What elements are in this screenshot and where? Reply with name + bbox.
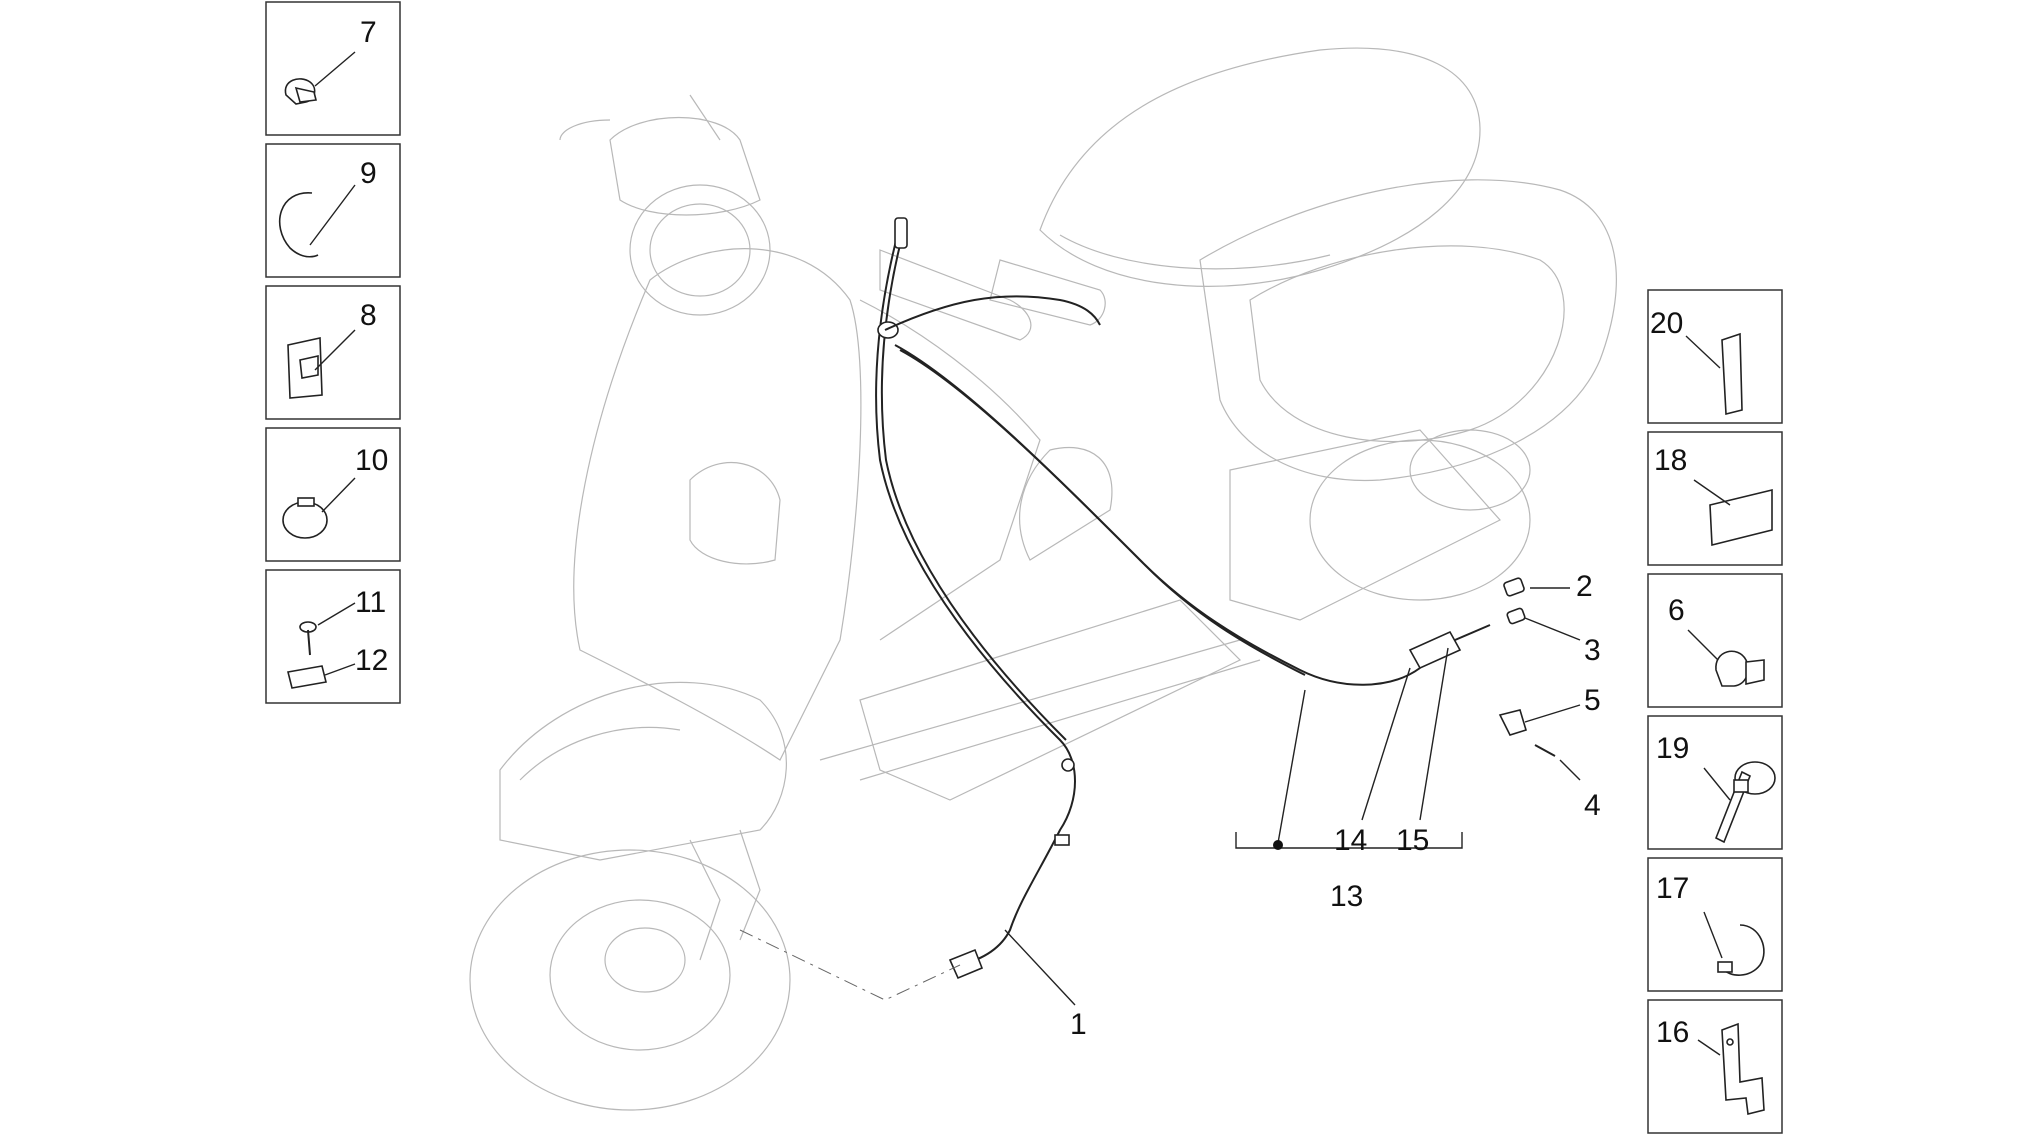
part-box-19: 19 <box>1647 715 1783 850</box>
part-box-10: 10 <box>265 427 401 562</box>
leader-lines <box>1004 587 1581 1006</box>
bullet-dot <box>1273 840 1283 850</box>
callout-6: 6 <box>1668 594 1685 627</box>
part-box-16: 16 <box>1647 999 1783 1134</box>
part-box-18: 18 <box>1647 431 1783 566</box>
callout-2: 2 <box>1576 570 1593 603</box>
part-box-11-12: 11 12 <box>265 569 401 704</box>
part-box-8: 8 <box>265 285 401 420</box>
callout-15: 15 <box>1396 824 1429 857</box>
callout-10: 10 <box>355 444 388 477</box>
part-box-6: 6 <box>1647 573 1783 708</box>
callout-19: 19 <box>1656 732 1689 765</box>
right-parts-panel: 20 18 6 19 <box>1647 289 1783 1134</box>
part-box-9: 9 <box>265 143 401 278</box>
scooter-outline <box>469 47 1617 1111</box>
callout-9: 9 <box>360 157 377 190</box>
cable-assembly <box>739 217 1491 1001</box>
callout-8: 8 <box>360 299 377 332</box>
callout-11: 11 <box>355 586 386 619</box>
left-parts-panel: 7 9 8 10 <box>265 1 401 704</box>
loose-parts <box>1498 577 1556 757</box>
callout-4: 4 <box>1584 789 1601 822</box>
callout-20: 20 <box>1650 307 1683 340</box>
callout-7: 7 <box>360 16 377 49</box>
callout-13: 13 <box>1330 880 1363 913</box>
part-box-7: 7 <box>265 1 401 136</box>
callout-16: 16 <box>1656 1016 1689 1049</box>
callout-14: 14 <box>1334 824 1367 857</box>
main-callouts: 2 3 5 4 14 15 13 1 <box>1070 570 1601 1041</box>
callout-5: 5 <box>1584 684 1601 717</box>
part-box-20: 20 <box>1647 289 1783 424</box>
callout-1: 1 <box>1070 1008 1087 1041</box>
callout-12: 12 <box>355 644 388 677</box>
part-box-17: 17 <box>1647 857 1783 992</box>
callout-18: 18 <box>1654 444 1687 477</box>
callout-3: 3 <box>1584 634 1601 667</box>
callout-17: 17 <box>1656 872 1689 905</box>
